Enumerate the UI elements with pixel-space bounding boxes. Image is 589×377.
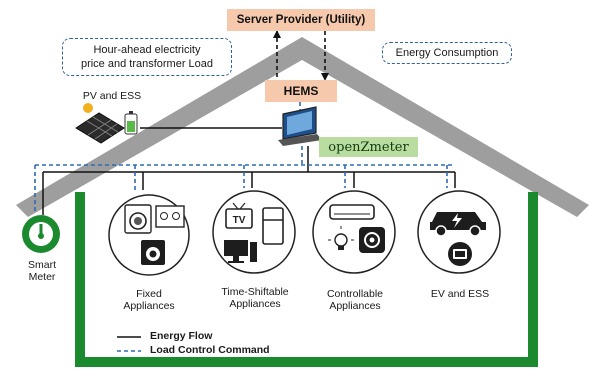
hems-laptop-icon xyxy=(278,106,322,146)
fridge-icon xyxy=(262,207,284,245)
heater-icon xyxy=(359,227,385,253)
openzmeter-label: openZmeter xyxy=(319,137,418,157)
smart-meter-icon xyxy=(22,215,60,253)
computer-icon xyxy=(224,240,257,263)
house-walls xyxy=(75,192,538,367)
fixed-line2: Appliances xyxy=(123,300,175,313)
light-bulb-icon xyxy=(328,226,354,250)
pv-ess-label: PV and ESS xyxy=(82,90,142,102)
energy-consumption-box: Energy Consumption xyxy=(382,42,512,64)
stove-icon xyxy=(155,205,185,228)
hems-box: HEMS xyxy=(265,80,337,102)
air-conditioner-icon xyxy=(329,204,375,220)
smart-meter-line1: Smart xyxy=(27,259,56,271)
pv-panel-icon xyxy=(75,103,125,144)
tv-text: TV xyxy=(233,215,246,226)
price-box-line2: price and transformer Load xyxy=(80,58,214,70)
arrow-up xyxy=(273,30,281,38)
legend-energy-flow: Energy Flow xyxy=(150,330,213,342)
arrow-down xyxy=(321,73,329,81)
energy-consumption-label: Energy Consumption xyxy=(395,46,499,59)
dryer-icon xyxy=(141,240,165,265)
washing-machine-icon xyxy=(124,204,152,234)
server-provider-box: Server Provider (Utility) xyxy=(227,9,375,31)
ev-ess-label: EV and ESS xyxy=(415,288,505,300)
price-transformer-box: Hour-ahead electricity price and transfor… xyxy=(62,38,232,76)
controllable-line1: Controllable xyxy=(326,288,384,300)
ev-battery-icon xyxy=(448,242,472,266)
time-shiftable-line1: Time-Shiftable xyxy=(221,286,289,298)
controllable-line2: Appliances xyxy=(329,300,381,313)
tv-icon: TV xyxy=(225,202,253,229)
fixed-line1: Fixed xyxy=(136,288,162,300)
electric-car-icon xyxy=(430,212,486,237)
legend-load-control: Load Control Command xyxy=(150,344,270,356)
ev-ess-circle xyxy=(417,190,501,274)
ev-ess-line1: EV and ESS xyxy=(430,288,490,300)
price-box-line1: Hour-ahead electricity xyxy=(93,43,201,56)
battery-icon xyxy=(124,111,138,135)
smart-meter-line2: Meter xyxy=(28,271,56,284)
time-shiftable-line2: Appliances xyxy=(229,298,281,311)
